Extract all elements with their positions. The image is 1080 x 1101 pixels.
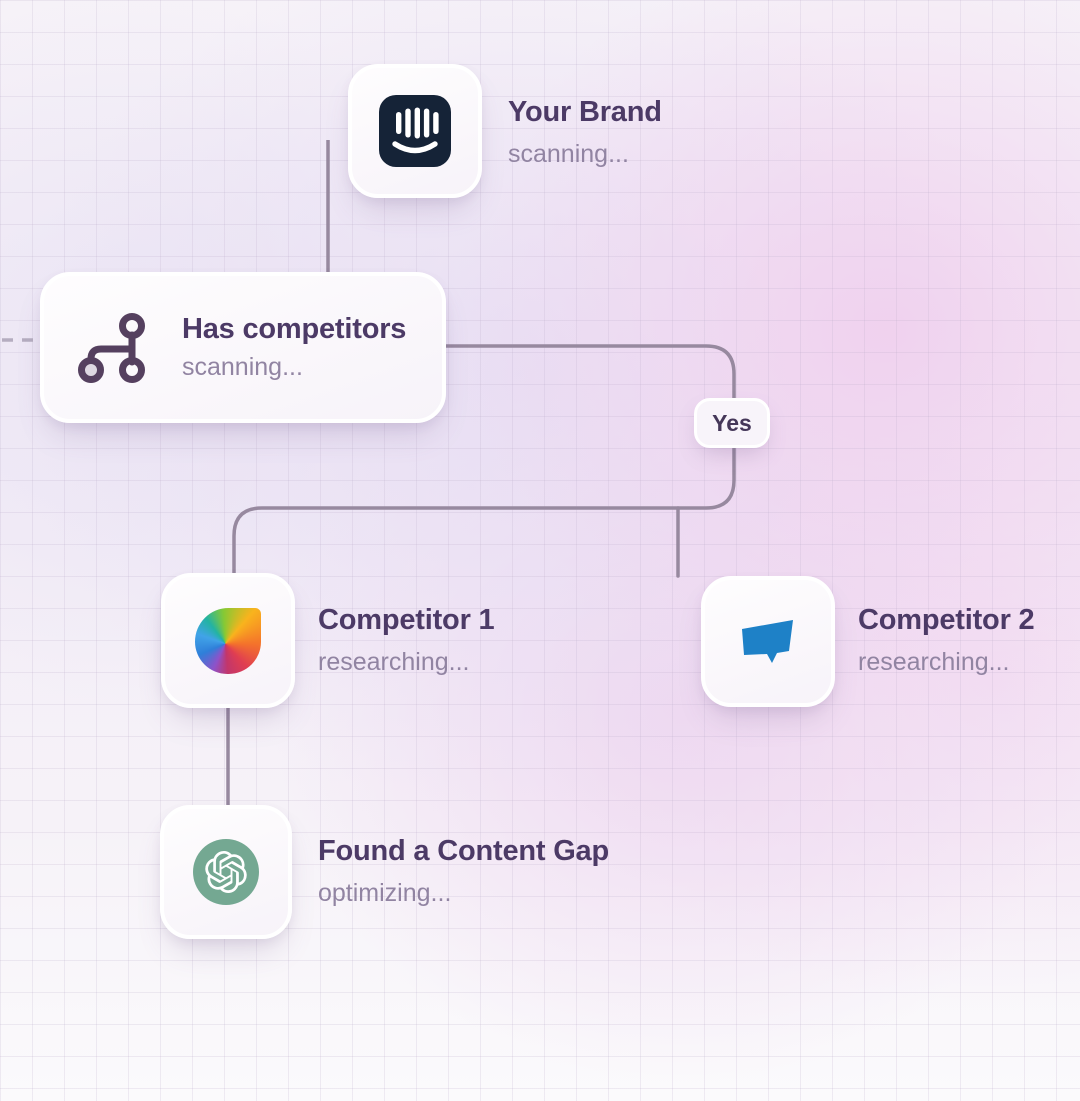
node-title: Found a Content Gap (318, 835, 610, 867)
node-has-competitors-text: Has competitors scanning... (182, 313, 406, 382)
node-title: Your Brand (508, 96, 662, 128)
node-content-gap-text: Found a Content Gap optimizing... (318, 835, 609, 908)
node-status: researching... (318, 648, 470, 676)
intercom-icon (379, 95, 451, 167)
node-competitor-1[interactable] (161, 573, 295, 708)
node-status: scanning... (182, 353, 303, 381)
node-your-brand-text: Your Brand scanning... (508, 96, 662, 169)
git-branch-icon (78, 312, 145, 383)
edge-condition-yes-branch (232, 344, 736, 577)
openai-icon (193, 839, 259, 905)
node-has-competitors[interactable]: Has competitors scanning... (40, 272, 446, 423)
node-title: Has competitors (182, 313, 407, 345)
node-competitor-2[interactable] (701, 576, 835, 707)
node-your-brand[interactable] (348, 64, 482, 198)
node-status: researching... (858, 648, 1010, 676)
node-competitor-1-text: Competitor 1 researching... (318, 604, 495, 677)
node-content-gap[interactable] (160, 805, 292, 939)
node-status: optimizing... (318, 879, 452, 907)
node-title: Competitor 1 (318, 604, 495, 636)
edge-label-yes-text: Yes (712, 409, 752, 436)
node-status: scanning... (508, 140, 629, 168)
edge-label-yes[interactable]: Yes (694, 398, 770, 448)
freshworks-leaf-icon (195, 607, 261, 674)
chat-bubble-icon (742, 619, 793, 663)
node-competitor-2-text: Competitor 2 researching... (858, 604, 1035, 677)
node-title: Competitor 2 (858, 604, 1035, 636)
